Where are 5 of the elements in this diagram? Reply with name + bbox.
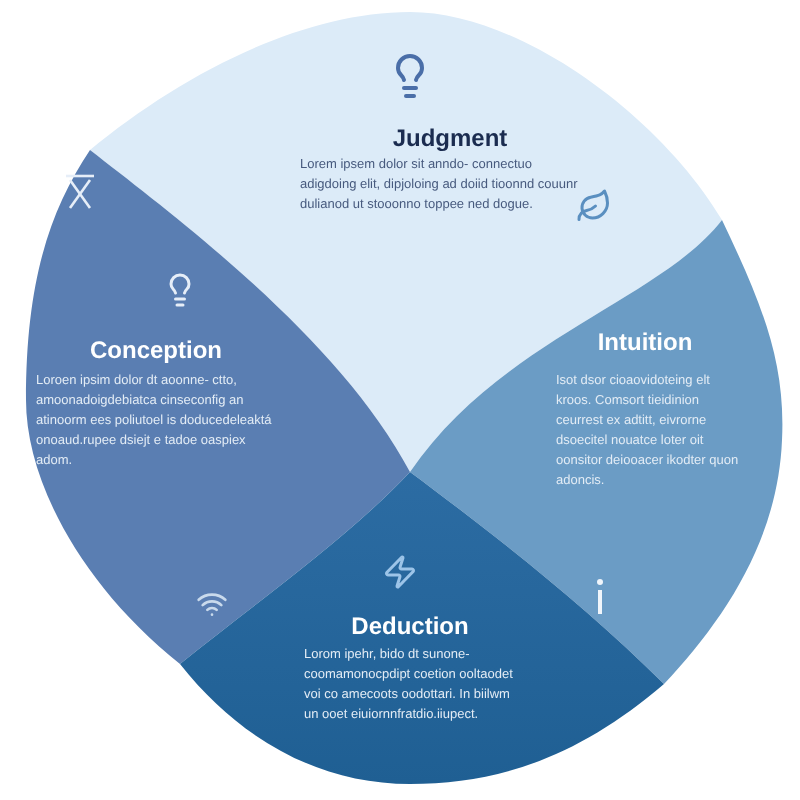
petal-title: Intuition: [595, 328, 695, 358]
petal-title: Judgment: [390, 124, 510, 154]
petal-title: Conception: [88, 336, 224, 366]
petal-title: Deduction: [349, 612, 471, 642]
petal-shape: [180, 472, 664, 784]
